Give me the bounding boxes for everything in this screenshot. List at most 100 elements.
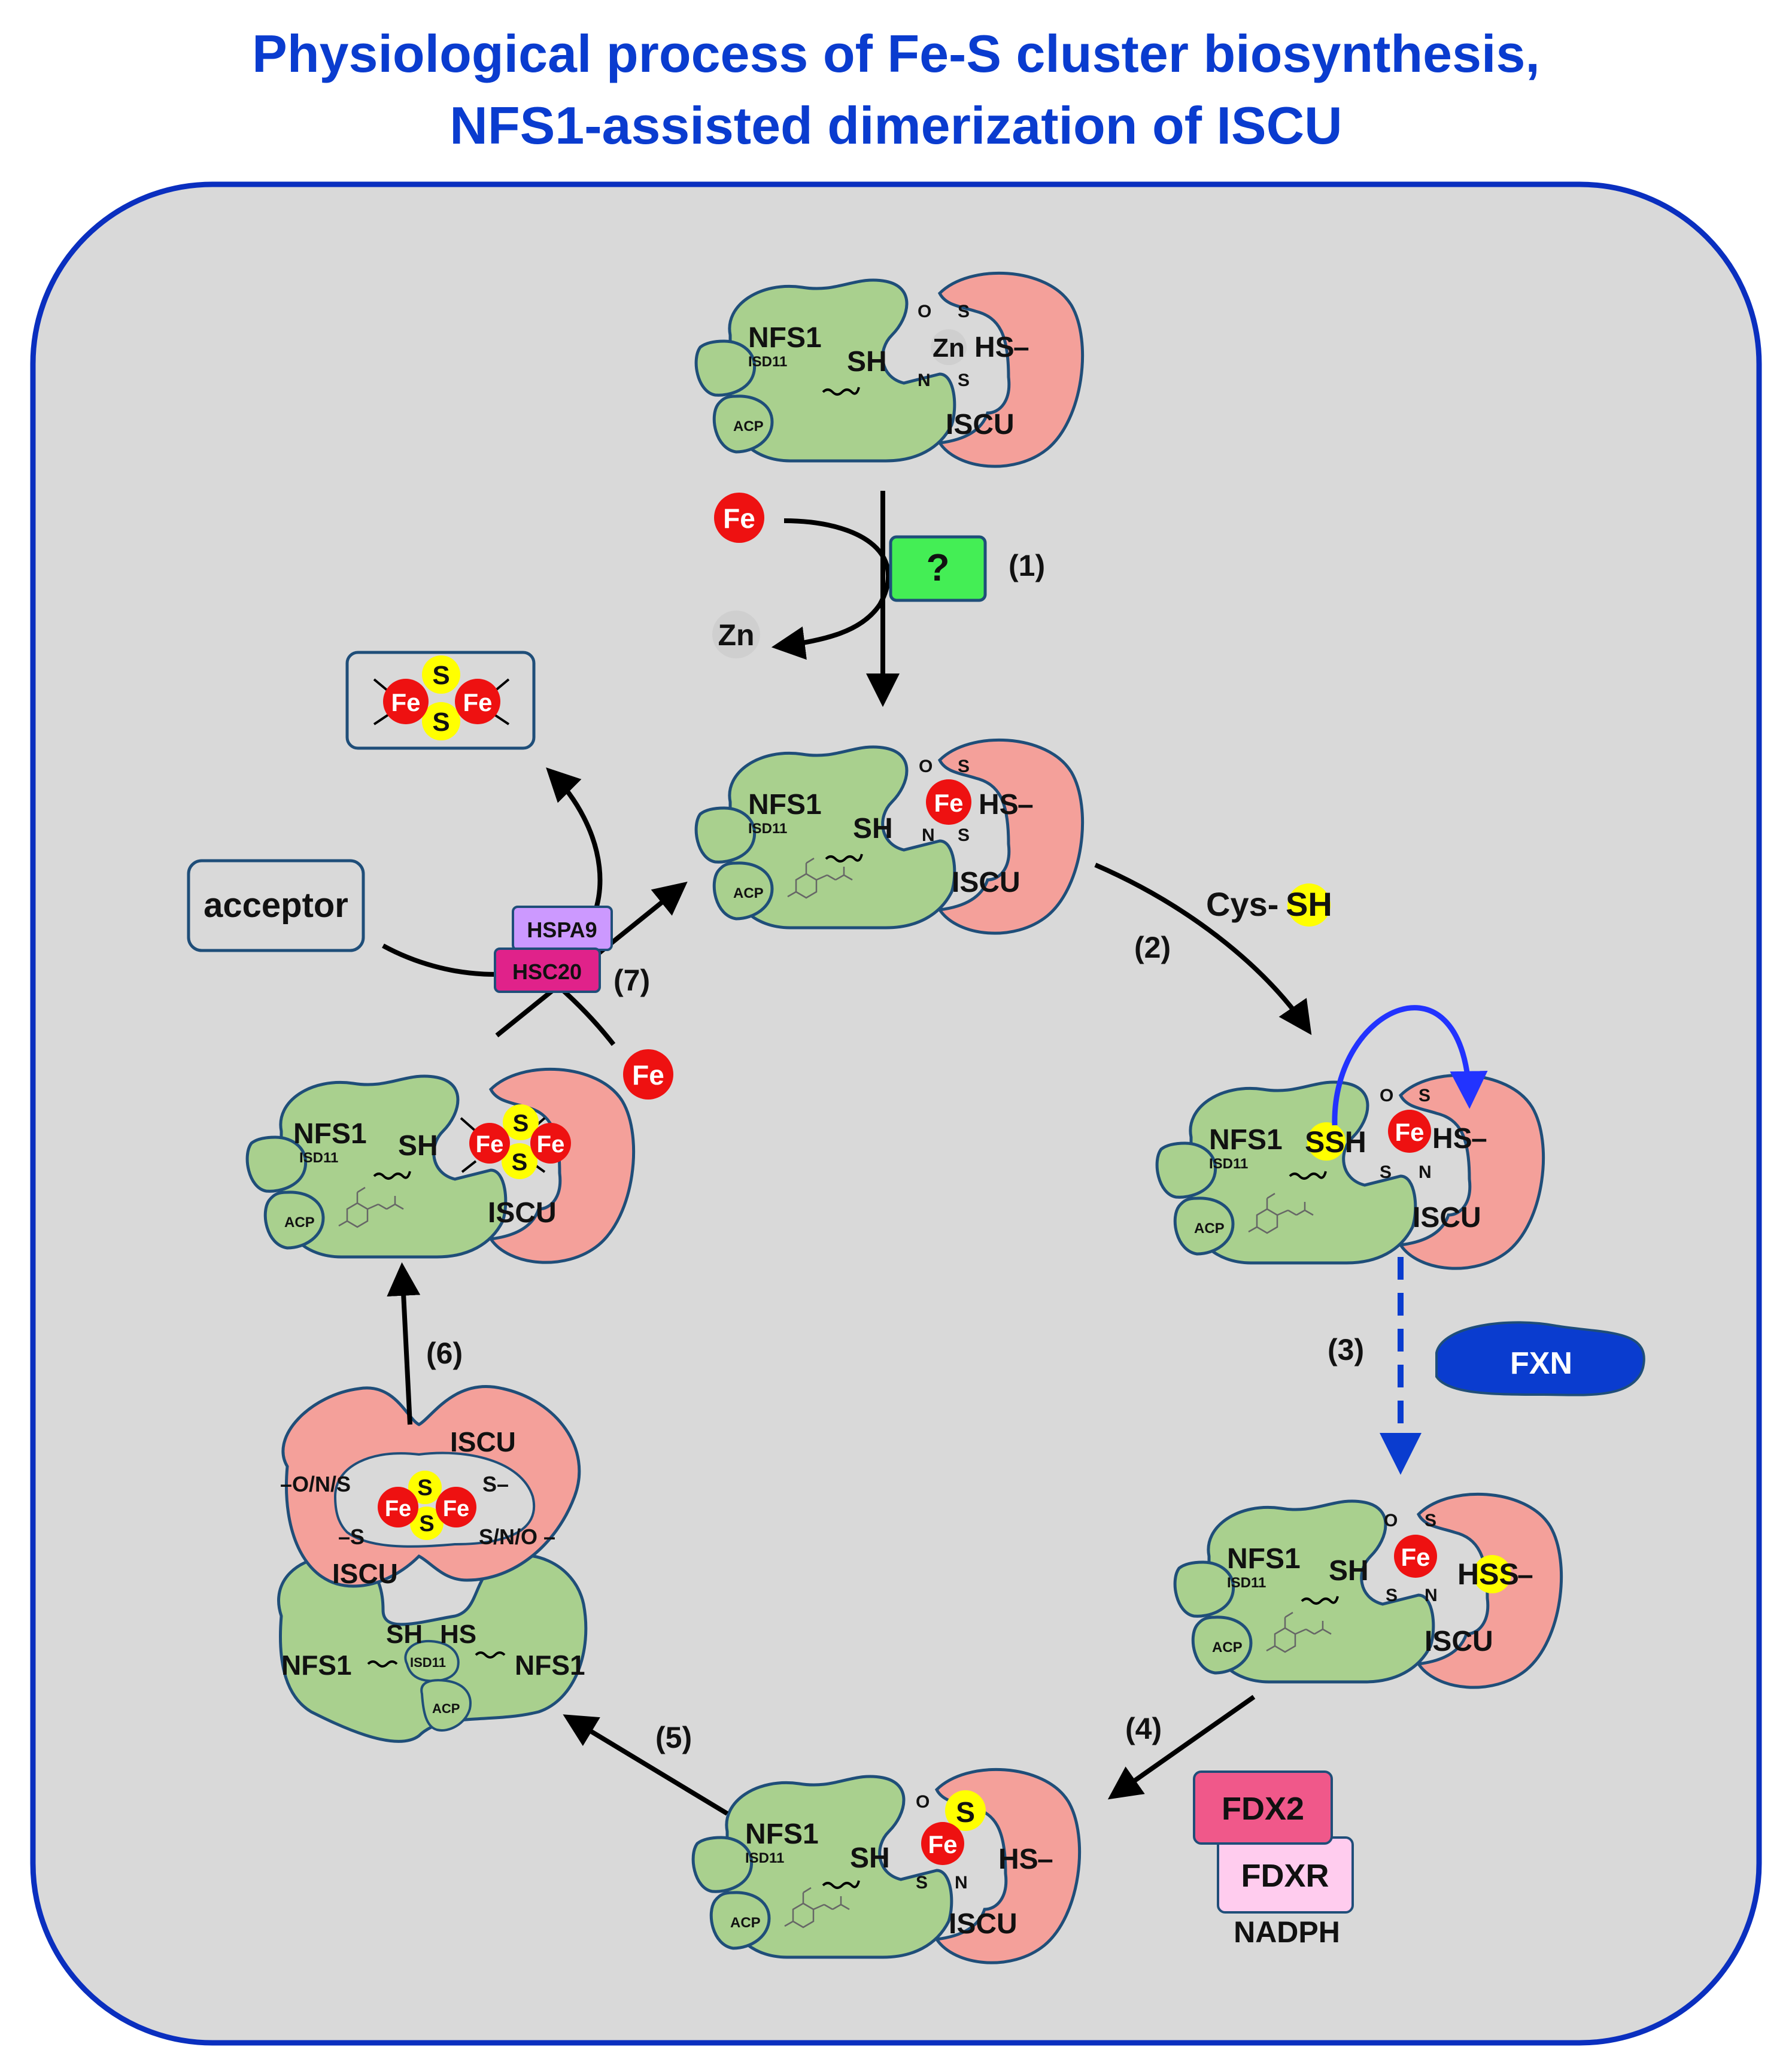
step-2-arrow — [1094, 863, 1312, 1035]
complex-sulfide-on-fe: ISD11 ACP NFS1 SH S Fe O S N HS – ISCU — [693, 1769, 1079, 1963]
hs-label: HS — [1432, 1123, 1472, 1155]
fdx2-label: FDX2 — [1222, 1791, 1304, 1827]
step-7-cluster-transfer: acceptor HSPA9 HSC20 (7) Fe — [187, 767, 688, 1100]
isd11-label: ISD11 — [410, 1655, 446, 1670]
step-2-label: (2) — [1134, 931, 1171, 964]
n-label: N — [922, 825, 935, 845]
fxn-protein — [1435, 1321, 1645, 1396]
iron-atom — [378, 1487, 418, 1527]
fdx2-box — [1193, 1770, 1333, 1845]
iron-atom — [530, 1123, 571, 1164]
s-label: S — [958, 825, 970, 845]
fdxr-label: FDXR — [1241, 1858, 1329, 1894]
acceptor-label: acceptor — [204, 886, 348, 925]
bond-dash: – — [1018, 789, 1034, 821]
sh-label: SH — [386, 1620, 423, 1649]
iron-atom — [714, 493, 764, 543]
bond-line — [461, 1160, 477, 1173]
sulfur-atom — [410, 1507, 444, 1540]
iron-atom — [469, 1123, 510, 1164]
unknown-factor-label: ? — [926, 546, 949, 589]
isd11-label: ISD11 — [748, 821, 787, 837]
fe-label: Fe — [463, 688, 492, 716]
step-6-label: (6) — [426, 1337, 463, 1370]
s-label: S — [956, 1797, 975, 1829]
zinc-atom — [931, 329, 967, 365]
iron-atom — [1388, 1110, 1431, 1153]
n-label: N — [1425, 1586, 1438, 1605]
sulfur-atom — [1307, 1122, 1345, 1161]
step-3-frataxin-activation: (3) FXN — [1328, 1257, 1645, 1475]
complex-iscu-dimer: ISD11 ACP ISCU ISCU NFS1 NFS1 SH HS –O/N… — [277, 1385, 588, 1743]
fe-label: Fe — [632, 1059, 664, 1091]
step-4-label: (4) — [1125, 1712, 1162, 1745]
unknown-factor-box — [889, 535, 987, 602]
isd11-label: ISD11 — [1227, 1575, 1266, 1591]
nadph-label: NADPH — [1234, 1915, 1340, 1949]
cys-prefix: Cys- — [1206, 885, 1278, 923]
s-label: S — [432, 661, 449, 690]
zn-label: Zn — [718, 618, 754, 652]
sulfur-atom — [1473, 1555, 1511, 1593]
iscu-label: ISCU — [946, 409, 1015, 441]
step-2-cysteine-desulfurase: Cys- SH (2) — [1094, 863, 1332, 1035]
s-label: S — [958, 302, 970, 321]
acp-label: ACP — [432, 1701, 460, 1716]
fe-label: Fe — [723, 503, 755, 534]
iscu-label: ISCU — [488, 1197, 557, 1229]
iron-atom — [926, 779, 971, 825]
iron-atom — [455, 679, 500, 724]
o-label: O — [1380, 1086, 1393, 1106]
step-6-cluster-formation: (6) — [387, 1262, 463, 1425]
s-label: S — [1419, 1086, 1430, 1106]
iron-atom — [383, 679, 429, 724]
acp-label: ACP — [1212, 1639, 1243, 1656]
wavy-linker-icon — [373, 1171, 411, 1180]
step-4-ferredoxin-reduction: (4) FDXR FDX2 NADPH — [1107, 1694, 1354, 1949]
acp-shape — [420, 1679, 472, 1732]
acp-label: ACP — [730, 1915, 761, 1931]
isd11-label: ISD11 — [748, 354, 787, 370]
complex-holo-iscu: ISD11 ACP NFS1 SH S S Fe Fe ISCU — [247, 1069, 633, 1262]
s-label: S — [1425, 1511, 1436, 1530]
wavy-linker-icon — [822, 1880, 860, 1889]
o-label: O — [916, 1792, 930, 1812]
nfs1-label: NFS1 — [1227, 1543, 1301, 1575]
sulfur-transfer-arrow — [1332, 1005, 1488, 1126]
sulfur-atom — [422, 702, 460, 740]
wavy-linker-icon — [825, 854, 863, 863]
sulfur-atom — [1287, 883, 1331, 927]
bond-dash: – — [1037, 1844, 1053, 1875]
s-label: S — [958, 370, 970, 390]
sh-label: SH — [1329, 1555, 1369, 1587]
fxn-label: FXN — [1510, 1346, 1572, 1381]
hss-label: HSS — [1457, 1557, 1519, 1591]
step-5-dimerization: (5) — [563, 1714, 729, 1816]
iron-atom — [623, 1049, 673, 1100]
nfs1-label: NFS1 — [281, 1650, 352, 1681]
fe-label: Fe — [385, 1496, 411, 1521]
released-fe-s-cluster: S S Fe Fe — [345, 651, 536, 750]
n-label: N — [918, 370, 931, 390]
hs-label: HS — [974, 332, 1015, 363]
step-1-label: (1) — [1009, 549, 1045, 582]
fe-label: Fe — [928, 1830, 957, 1858]
hsc20-label: HSC20 — [512, 959, 582, 984]
sulfur-atom — [945, 1790, 986, 1831]
fe-label: Fe — [1395, 1118, 1424, 1146]
wavy-linker-icon — [475, 1651, 506, 1659]
title-line-2: NFS1-assisted dimerization of ISCU — [449, 96, 1342, 155]
bond-line — [460, 1117, 477, 1132]
complex-fe-bound: ISD11 ACP NFS1 SH Fe O S N S HS – ISCU — [696, 740, 1082, 933]
wavy-linker-icon — [822, 387, 860, 396]
n-label: N — [1419, 1162, 1432, 1182]
sh-label: SH — [398, 1130, 438, 1162]
nfs1-label: NFS1 — [745, 1818, 819, 1850]
step-6-arrow — [387, 1262, 421, 1425]
hsc20-box — [494, 947, 601, 993]
iscu-label: ISCU — [450, 1426, 516, 1457]
hspa9-label: HSPA9 — [527, 918, 597, 942]
fe-label: Fe — [391, 688, 420, 716]
acceptor-box — [187, 859, 365, 952]
iscu-label: ISCU — [1413, 1202, 1481, 1234]
